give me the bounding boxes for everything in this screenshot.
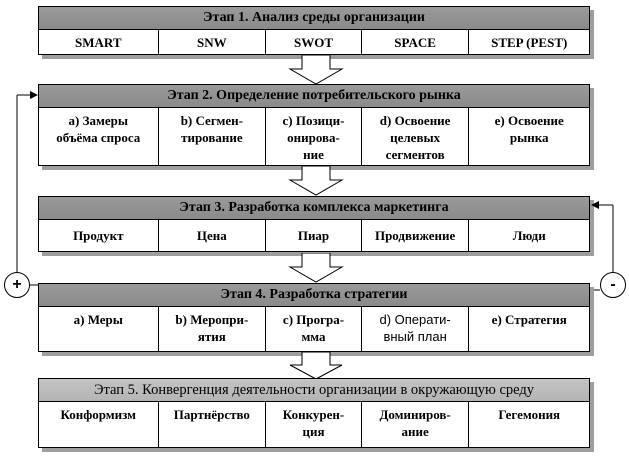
step-cell: b) Сегмен- тирование <box>159 108 267 165</box>
method-cell: SMART <box>39 30 159 54</box>
mix-cell: Цена <box>159 220 267 251</box>
step-cell: e) Освоение рынка <box>494 113 564 145</box>
stage-4-header: Этап 4. Разработка стратегии <box>38 283 590 307</box>
convergence-cell: Партнёрство <box>159 402 267 447</box>
convergence-cell: Гегемония <box>498 407 561 422</box>
step-cell: c) Позици- ониро­ва- ние <box>266 108 362 165</box>
stage-2-header: Этап 2. Определение потребительского рын… <box>38 84 590 108</box>
stage-3-mix-row: Продукт Цена Пиар Продвижение Люди <box>38 220 590 252</box>
mix-cell: Продукт <box>39 220 159 251</box>
stage-5-convergence-row: Конформизм Партнёрство Конкурен- ция Дом… <box>38 402 590 448</box>
method-cell: SPACE <box>362 30 470 54</box>
stage-1-header: Этап 1. Анализ среды организации <box>38 6 590 30</box>
down-arrow-icon <box>289 352 343 380</box>
mix-cell: Продвижение <box>362 220 470 251</box>
step-cell: а) Замеры объёма спроса <box>39 108 159 165</box>
method-cell: STEP (PEST) <box>491 34 568 50</box>
stage-4-strategy-row: а) Меры b) Меропри- ятия c) Програ- мма … <box>38 307 590 352</box>
strategy-cell: b) Меропри- ятия <box>159 307 267 351</box>
strategy-cell: а) Меры <box>39 307 159 351</box>
mix-cell: Пиар <box>266 220 362 251</box>
step-cell: d) Освоение целевых сегментов <box>362 108 470 165</box>
minus-feedback-icon: - <box>600 272 626 298</box>
down-arrow-icon <box>288 253 344 283</box>
stage-3-header: Этап 3. Разработка комплекса маркетинга <box>38 196 590 220</box>
stage-5-header: Этап 5. Конвергенция деятельности органи… <box>38 378 590 402</box>
convergence-cell: Конкурен- ция <box>266 402 362 447</box>
strategy-cell: e) Стратегия <box>491 312 567 327</box>
down-arrow-icon <box>288 55 344 85</box>
stage-2-steps-row: а) Замеры объёма спроса b) Сегмен- тиров… <box>38 108 590 166</box>
plus-feedback-icon: + <box>4 272 30 298</box>
stage-1-methods-row: SMART SNW SWOT SPACE STEP (PEST) <box>38 30 590 55</box>
strategy-cell: c) Програ- мма <box>266 307 362 351</box>
down-arrow-icon <box>288 166 344 196</box>
convergence-cell: Конформизм <box>39 402 159 447</box>
method-cell: SNW <box>159 30 267 54</box>
method-cell: SWOT <box>266 30 362 54</box>
convergence-cell: Доминиров- ание <box>362 402 470 447</box>
strategy-cell: d) Операти- вный план <box>362 307 470 351</box>
mix-cell: Люди <box>512 228 546 243</box>
